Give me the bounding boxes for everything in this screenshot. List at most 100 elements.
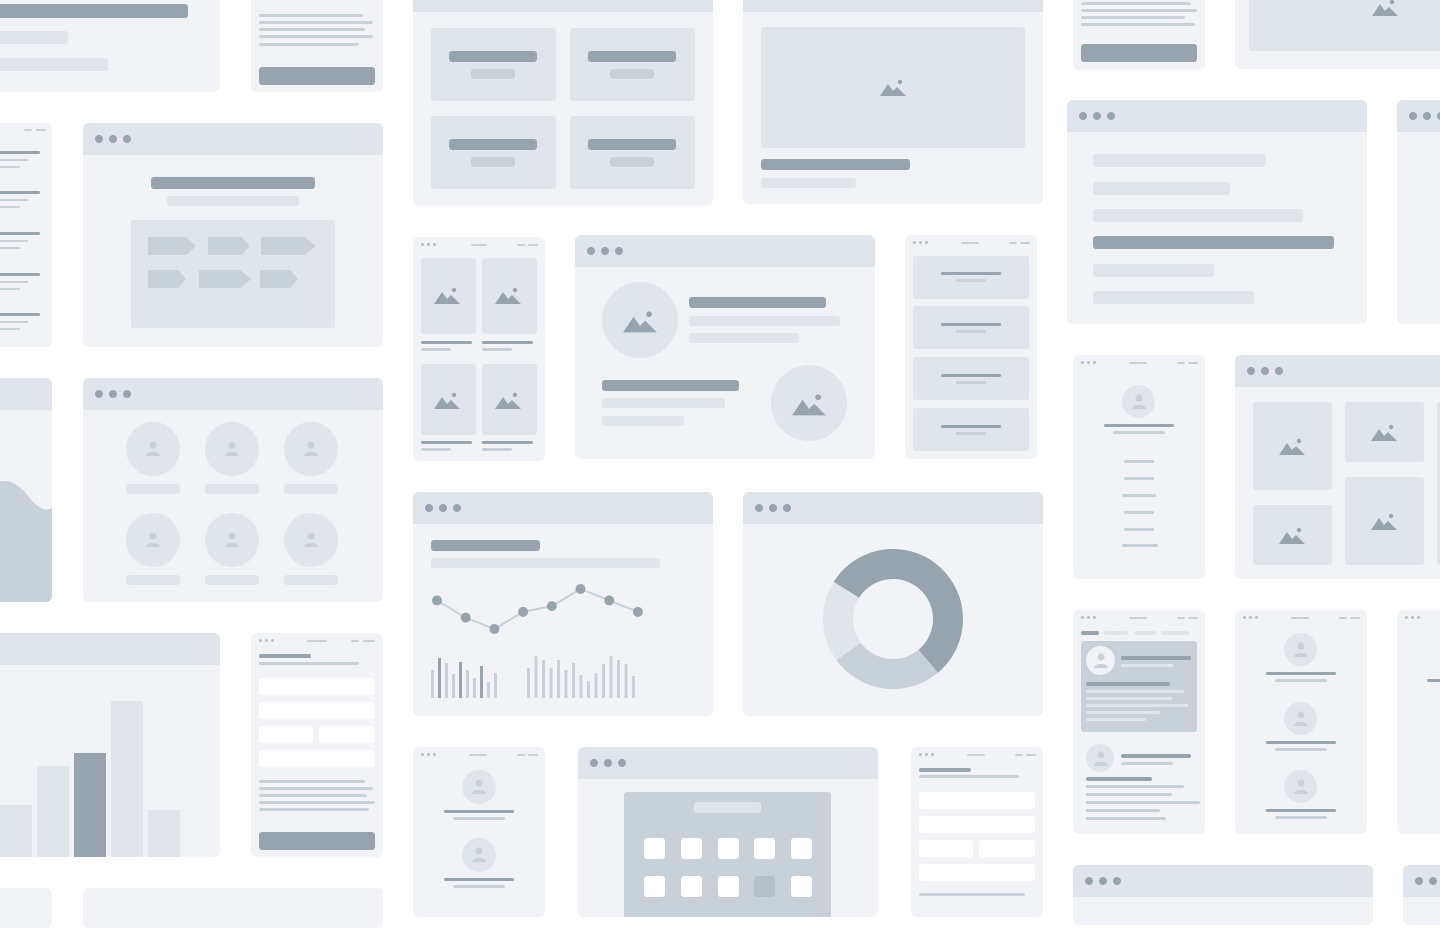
bar [111,701,143,857]
window-titlebar [743,0,1043,12]
tab [1161,631,1189,635]
submit-button [259,832,375,850]
micro-bar [624,664,628,698]
window-titlebar [743,492,1043,524]
tab-active [1081,631,1099,635]
bar [0,805,32,857]
micro-bar [557,660,560,698]
form-field [259,726,313,743]
image-placeholder-icon [1370,423,1398,448]
photo-tile [1345,477,1424,565]
photo-tile [482,258,537,334]
window-titlebar [0,633,220,665]
member-name [126,484,180,494]
user-avatar-icon [470,845,488,868]
photo-tile [1345,402,1424,462]
wireframe-card-contacts-mobile [1235,610,1367,834]
wireframe-card-edge-right-2 [1397,610,1440,834]
list-item [913,256,1029,299]
window-titlebar [1403,865,1440,897]
micro-bar [564,670,568,698]
bar [148,810,180,857]
micro-bar [617,660,620,698]
avatar [284,513,338,567]
calendar-day-selected [754,876,775,897]
submit-button [1081,44,1197,62]
form-field [259,750,375,767]
wireframe-card-edge-right [1397,100,1440,324]
wireframe-card-gallery-mobile [413,237,545,461]
micro-bar [594,673,598,698]
micro-bar [579,675,583,698]
data-point [432,595,442,606]
calendar-day [791,876,812,897]
micro-bar [572,663,575,698]
title-line [761,159,910,170]
window-titlebar [578,747,878,779]
micro-bar [480,666,483,698]
user-avatar-icon [302,530,320,553]
form-field [919,864,1035,881]
image-placeholder-icon [1278,437,1306,462]
micro-bar [549,668,553,698]
calendar-header [694,802,761,813]
data-point [604,595,615,606]
user-avatar-icon [1292,640,1310,663]
data-point [460,612,471,623]
text-line [0,31,68,44]
wireframe-card-bar-chart [0,633,220,857]
donut-chart [823,549,963,689]
window-titlebar [0,378,52,410]
wireframe-card-masonry [1235,355,1440,579]
form-field [919,816,1035,833]
data-point [518,606,529,617]
form-field [979,840,1035,857]
title-line [0,4,188,18]
profile-photo [771,365,847,441]
profile-photo [602,282,678,358]
image-placeholder-icon [494,286,522,311]
wireframe-card-profile-wide [575,235,875,459]
list-item [913,357,1029,400]
wireframe-card-calendar [578,747,878,917]
data-point [632,606,643,617]
avatar [462,770,496,804]
area-chart [0,480,52,602]
step-arrow [260,270,298,288]
micro-bar [542,660,545,698]
bar [74,753,106,857]
wireframe-card-form-mobile [911,747,1043,917]
window-titlebar [83,378,383,410]
step-arrow [199,270,251,288]
calendar-day [791,838,812,859]
wireframe-card-top-mobile [1073,0,1205,70]
tab [1104,631,1128,635]
member-name [284,575,338,585]
menu-item [1124,528,1154,531]
wireframe-card-line-chart [413,492,713,716]
wireframe-card-image-top-right [1235,0,1440,69]
data-point [575,584,586,594]
micro-bar [445,663,448,698]
line-chart [431,584,643,698]
wireframe-card-bottom-left [0,888,52,928]
data-point [546,601,557,612]
wireframe-card-tiles [413,0,713,206]
series-line [436,587,639,631]
step-arrow [148,237,196,255]
form-field [919,840,973,857]
form-field [319,726,375,743]
bar [37,766,69,857]
tile [431,116,556,189]
member-name [205,484,259,494]
user-avatar-icon [223,439,241,462]
photo-tile [482,364,537,435]
wireframe-card-bottom [83,888,383,928]
micro-bar [459,662,462,698]
form-field [259,702,375,719]
micro-bar [534,656,538,698]
wireframe-card-donut-chart [743,492,1043,716]
menu-item [1124,460,1154,463]
avatar [126,513,180,567]
photo-tile [421,364,476,435]
